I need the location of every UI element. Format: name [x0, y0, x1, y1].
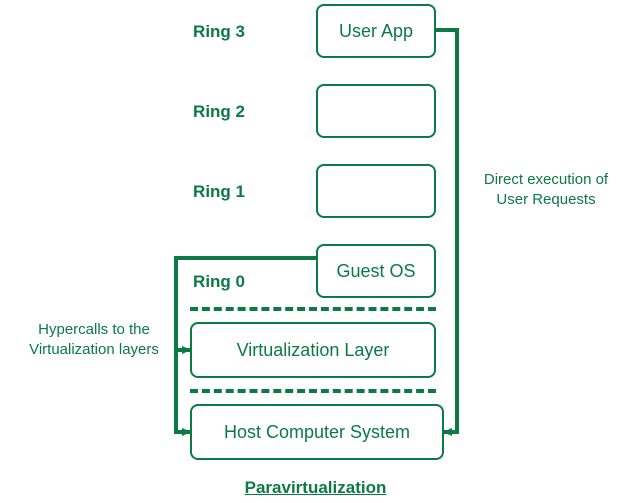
box-virtualization-layer-label: Virtualization Layer: [236, 339, 390, 360]
dashed-separator-top: [190, 307, 436, 311]
diagram-caption: Paravirtualization: [244, 478, 387, 497]
annotation-hypercalls-line2: Virtualization layers: [29, 341, 159, 359]
box-ring-2: [316, 84, 436, 138]
box-user-app-label: User App: [338, 20, 414, 41]
ring-label-ring-1: Ring 1: [193, 182, 245, 201]
box-virtualization-layer: Virtualization Layer: [190, 322, 436, 378]
box-ring-1: [316, 164, 436, 218]
box-guest-os: Guest OS: [316, 244, 436, 298]
annotation-direct-execution-line1: Direct execution of: [483, 171, 609, 188]
ring-label-ring-0: Ring 0: [193, 272, 245, 291]
box-host-computer-system: Host Computer System: [190, 404, 444, 460]
annotation-direct-execution-line2: User Requests: [496, 191, 596, 209]
annotation-hypercalls: Hypercalls to the Virtualization layers: [8, 320, 180, 361]
dashed-separator-bottom: [190, 389, 436, 393]
hypercall-path-host: [174, 350, 191, 436]
annotation-hypercalls-line1: Hypercalls to the: [38, 321, 150, 338]
direct-execution-path: [436, 28, 459, 436]
box-user-app: User App: [316, 4, 436, 58]
ring-label-ring-2: Ring 2: [193, 102, 245, 121]
box-guest-os-label: Guest OS: [336, 260, 416, 281]
annotation-direct-execution: Direct execution of User Requests: [466, 170, 626, 211]
box-host-computer-system-label: Host Computer System: [223, 421, 411, 442]
ring-label-ring-3: Ring 3: [193, 22, 245, 41]
